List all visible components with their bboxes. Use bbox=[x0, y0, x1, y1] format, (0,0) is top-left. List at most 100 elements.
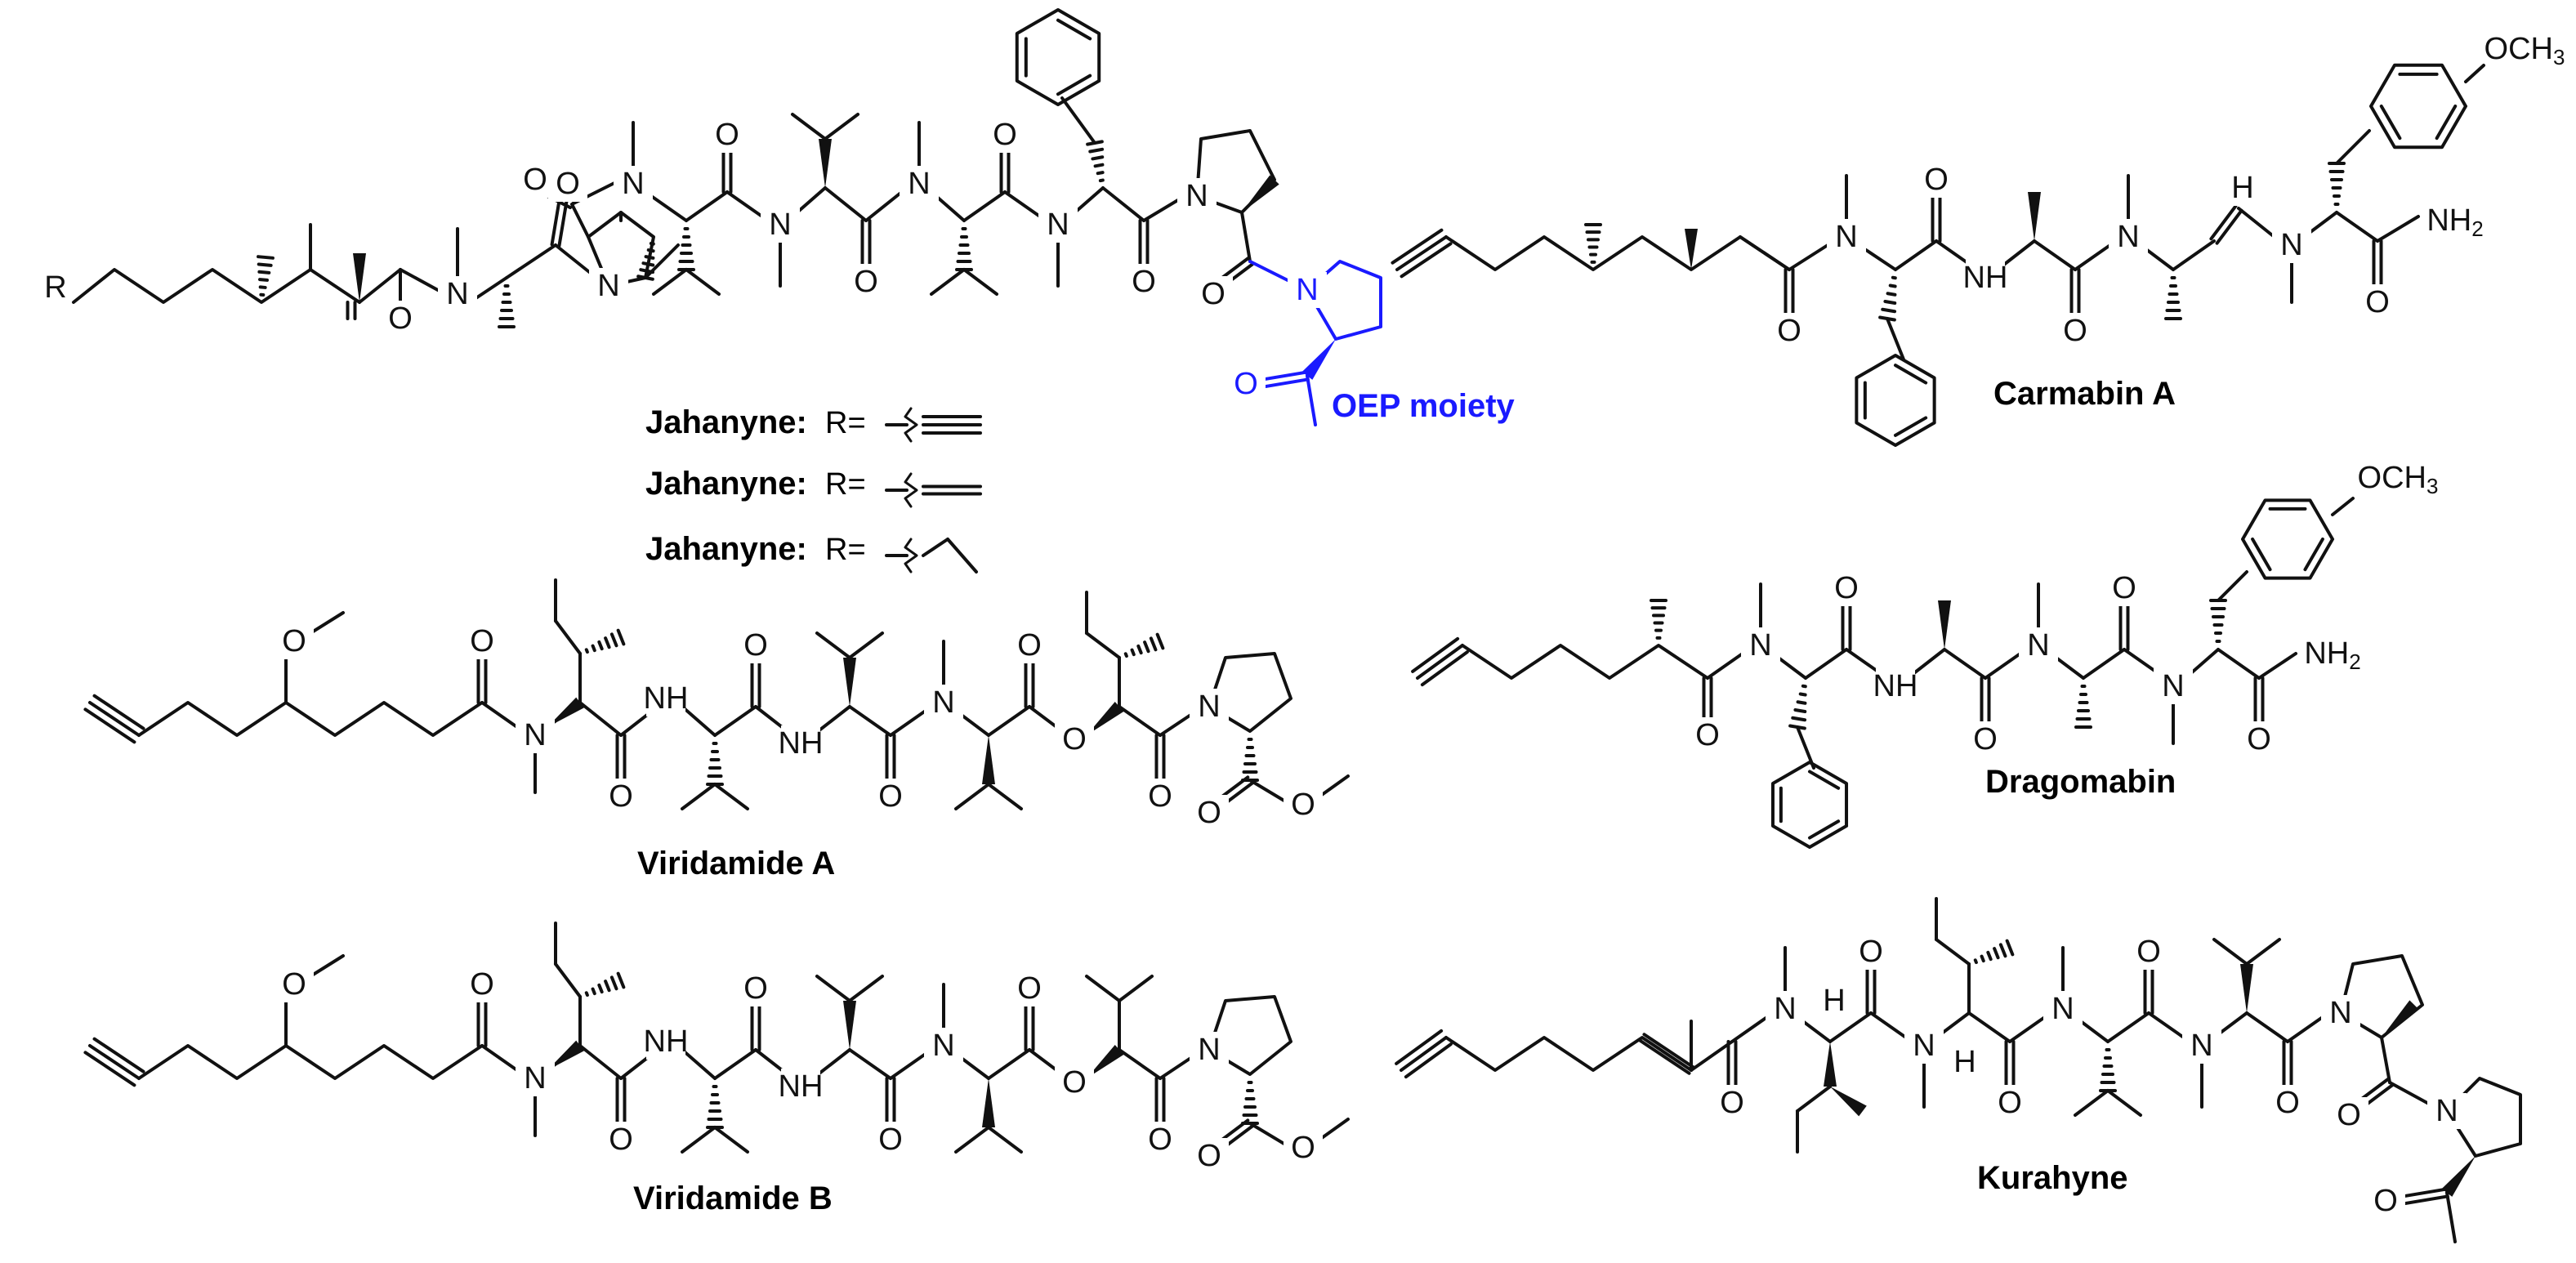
carbonyl-o: O bbox=[1197, 796, 1221, 830]
carbonyl-o: O bbox=[1197, 1139, 1221, 1173]
amide-n: N bbox=[932, 685, 954, 720]
atom-label-mask bbox=[2043, 991, 2083, 1027]
proline-n: N bbox=[1198, 1033, 1220, 1067]
atom-label-mask bbox=[1766, 991, 1805, 1027]
atom-label-mask bbox=[1712, 1085, 1752, 1121]
bond bbox=[554, 619, 582, 655]
pyrrolidine-ring bbox=[587, 211, 655, 288]
carbonyl-o: O bbox=[993, 118, 1017, 152]
hash-bond bbox=[639, 268, 655, 274]
triple-bond bbox=[1400, 1036, 1448, 1072]
bond bbox=[72, 268, 361, 304]
bond bbox=[685, 190, 729, 222]
atom-label-mask bbox=[2358, 284, 2397, 320]
wedge-bond bbox=[982, 735, 995, 784]
bond bbox=[2245, 1011, 2289, 1043]
carbonyl-o: O bbox=[1148, 1122, 1172, 1157]
wedge-bond bbox=[982, 1078, 995, 1127]
atom-label-mask bbox=[438, 276, 477, 312]
bond bbox=[954, 783, 990, 810]
amide-nh: NH bbox=[779, 726, 824, 761]
atom-label-mask bbox=[1851, 934, 1891, 970]
bond bbox=[1739, 235, 1791, 271]
amide-n: N bbox=[1749, 628, 1771, 663]
atom-label-mask bbox=[1055, 721, 1094, 757]
carbonyl-o: O bbox=[743, 971, 768, 1006]
atom-label-mask bbox=[2182, 1028, 2221, 1064]
hash-bond bbox=[591, 644, 596, 653]
aromatic-bond bbox=[1808, 770, 1841, 790]
atom-label-mask bbox=[275, 966, 314, 1002]
oep-moiety-label: OEP moiety bbox=[1332, 388, 1516, 424]
hash-bond bbox=[1791, 716, 1807, 722]
carbonyl-o: O bbox=[1201, 277, 1225, 311]
bond-network bbox=[72, 8, 2522, 1243]
aromatic-bond bbox=[2251, 538, 2272, 572]
carbonyl-o: O bbox=[878, 1122, 903, 1157]
jahanyne-caption-1: Jahanyne: bbox=[645, 404, 807, 440]
hash-bond bbox=[1793, 708, 1807, 713]
carbonyl-o: O bbox=[2247, 722, 2271, 756]
bond bbox=[1461, 644, 1709, 680]
hash-bond bbox=[604, 980, 611, 993]
methoxy-label: OCH3 bbox=[2358, 461, 2439, 498]
amide-n: N bbox=[1835, 220, 1857, 254]
bond bbox=[1318, 774, 1350, 798]
bond bbox=[930, 268, 966, 296]
hash-bond bbox=[591, 987, 596, 996]
bond bbox=[1967, 1011, 2011, 1043]
atom-label-mask bbox=[2019, 627, 2058, 663]
hash-bond bbox=[616, 971, 626, 989]
atom-label-mask bbox=[1827, 570, 1866, 606]
atom-label-mask bbox=[1904, 1028, 1944, 1064]
bond bbox=[358, 268, 402, 304]
carbonyl-o: O bbox=[2373, 1184, 2398, 1218]
phenyl-ring bbox=[1855, 354, 1936, 447]
bond bbox=[2106, 1011, 2150, 1043]
jahanyne-caption-2: Jahanyne: bbox=[645, 466, 807, 502]
proline-n: N bbox=[2329, 996, 2351, 1030]
hash-bond bbox=[1998, 943, 2007, 958]
atom-label-mask bbox=[462, 623, 502, 659]
bond bbox=[791, 113, 827, 141]
methoxy-label: OCH3 bbox=[2484, 32, 2565, 69]
amide-nh: NH bbox=[644, 681, 689, 716]
wedge-bond bbox=[1087, 1044, 1124, 1078]
aromatic-bond bbox=[2435, 105, 2458, 141]
carbonyl-o: O bbox=[2275, 1086, 2300, 1120]
bond bbox=[962, 268, 998, 296]
amide-n: N bbox=[1774, 992, 1796, 1026]
viridamide-b-caption: Viridamide B bbox=[633, 1180, 833, 1216]
amide-n: N bbox=[2280, 228, 2302, 262]
hash-bond bbox=[1091, 155, 1105, 161]
bond bbox=[848, 975, 884, 1002]
atom-label-mask bbox=[275, 623, 314, 659]
carbonyl-o: O bbox=[1834, 571, 1859, 605]
carbonyl-o: O bbox=[1720, 1086, 1744, 1120]
dragomabin-caption: Dragomabin bbox=[1985, 764, 2176, 800]
triple-bond bbox=[92, 694, 145, 730]
atom-label-mask bbox=[601, 779, 641, 814]
double-bond bbox=[2395, 1187, 2449, 1199]
atom-label-mask bbox=[1284, 787, 1323, 823]
hash-bond bbox=[604, 636, 611, 649]
amide-nh: NH bbox=[1873, 669, 1918, 703]
atom-label-mask bbox=[1141, 779, 1180, 814]
atom-label-mask bbox=[1141, 1122, 1180, 1158]
atom-label-mask bbox=[2329, 1097, 2368, 1133]
hash-bond bbox=[1093, 163, 1105, 168]
wedge-bond bbox=[1685, 229, 1698, 270]
triple-bond bbox=[1404, 1042, 1453, 1079]
aromatic-bond bbox=[1056, 74, 1092, 96]
wedge-bond bbox=[547, 1040, 584, 1070]
enamide-h: H bbox=[2231, 171, 2253, 205]
bond bbox=[1085, 975, 1121, 1002]
carbonyl-o: O bbox=[523, 163, 547, 197]
carbonyl-o: O bbox=[1695, 718, 1720, 752]
wedge-bond bbox=[819, 139, 832, 188]
jahanyne-r-equals-3: R= bbox=[825, 533, 866, 567]
bond bbox=[2464, 64, 2485, 83]
bond bbox=[652, 268, 688, 296]
amide-n: N bbox=[1047, 208, 1069, 242]
hash-bond bbox=[1888, 283, 1897, 288]
